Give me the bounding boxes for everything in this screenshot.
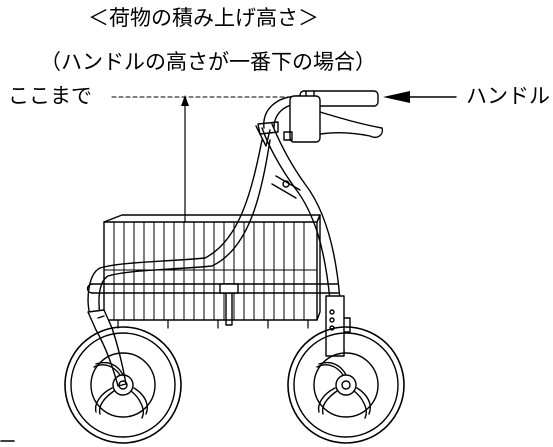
diagram-title: ＜荷物の積み上げ高さ＞ [88, 6, 319, 30]
handle-pointer-arrow [383, 91, 457, 103]
height-limit-label: ここまで [8, 84, 92, 108]
basket [103, 214, 321, 329]
seat-frame [86, 283, 339, 326]
rear-wheel [287, 326, 405, 444]
diagram-subtitle: （ハンドルの高さが一番下の場合） [40, 50, 376, 74]
height-arrow [181, 95, 189, 223]
handle-label: ハンドル [466, 84, 550, 108]
rear-wheel-mount [325, 295, 351, 357]
handle-assembly [255, 90, 384, 147]
front-wheel [64, 326, 182, 444]
main-frame [87, 123, 345, 353]
